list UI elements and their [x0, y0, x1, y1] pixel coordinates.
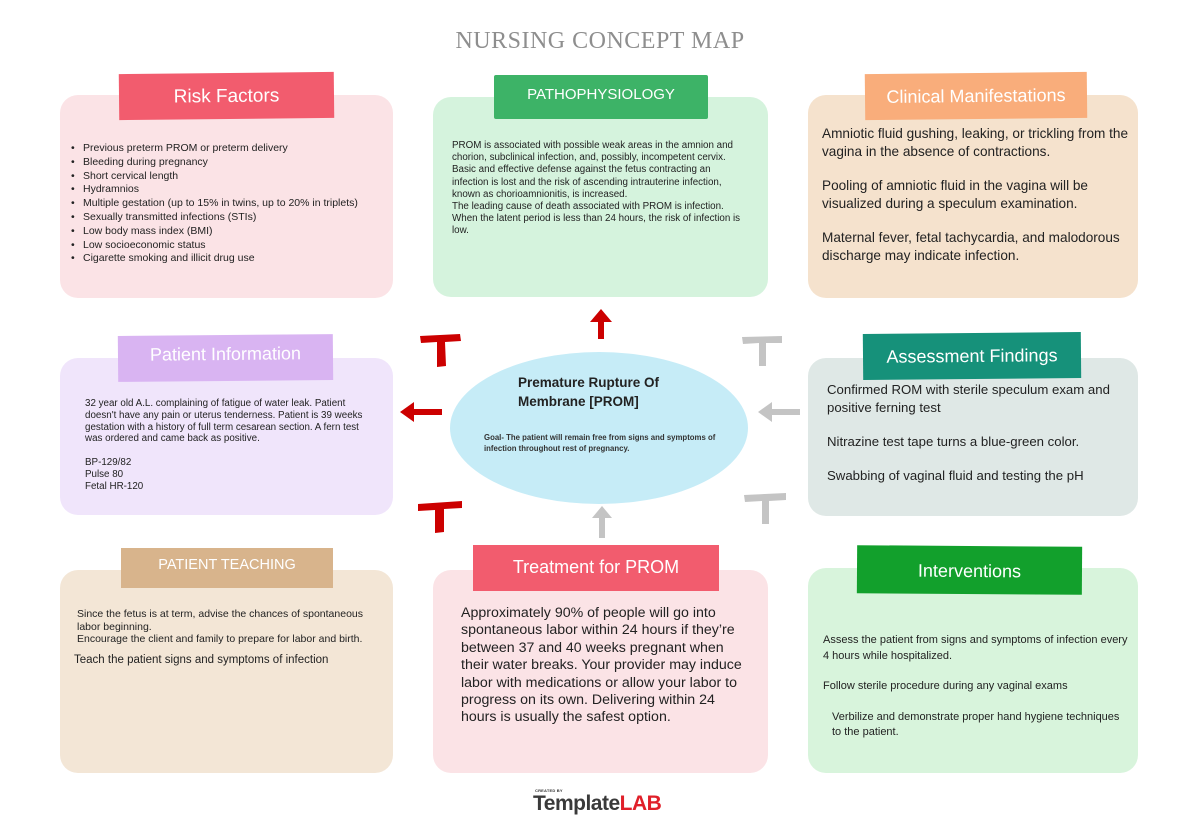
pathophysiology-paragraph: The leading cause of death associated wi…	[452, 201, 724, 213]
list-item: Multiple gestation (up to 15% in twins, …	[71, 197, 396, 211]
assessment-finding: Swabbing of vaginal fluid and testing th…	[827, 468, 1084, 483]
arrow-up-red-top	[590, 309, 612, 339]
pathophysiology-paragraph: PROM is associated with possible weak ar…	[452, 140, 733, 164]
assessment-findings-card	[808, 358, 1138, 516]
patient-summary: 32 year old A.L. complaining of fatigue …	[85, 398, 363, 445]
pathophysiology-paragraph: Basic and effective defense against the …	[452, 164, 722, 200]
clinical-manifestations-card	[808, 95, 1138, 298]
patient-teaching-body: Since the fetus is at term, advise the c…	[74, 608, 377, 666]
list-item: Hydramnios	[71, 183, 396, 197]
assessment-findings-header: Assessment Findings	[862, 332, 1082, 380]
logo-template: Template	[533, 792, 620, 815]
intervention: Verbilize and demonstrate proper hand hy…	[832, 710, 1120, 739]
list-item: Low socioeconomic status	[71, 239, 396, 253]
risk-factors-header: Risk Factors	[118, 71, 335, 121]
treatment-body: Approximately 90% of people will go into…	[461, 605, 742, 726]
center-topic-title: Premature Rupture Of Membrane [PROM]	[518, 375, 660, 409]
arrow-left-red	[400, 402, 442, 422]
teaching-point: Teach the patient signs and symptoms of …	[74, 653, 329, 666]
clinical-manifestations-paragraph: Amniotic fluid gushing, leaking, or tric…	[822, 126, 1128, 159]
teaching-point: Since the fetus is at term, advise the c…	[77, 608, 364, 633]
clinical-manifestations-header: Clinical Manifestations	[864, 71, 1088, 121]
pathophysiology-card	[433, 97, 768, 297]
list-item: Previous preterm PROM or preterm deliver…	[71, 142, 396, 156]
arrow-up-red-left-top	[420, 334, 461, 367]
list-item: Sexually transmitted infections (STIs)	[71, 211, 396, 225]
center-goal: Goal- The patient will remain free from …	[484, 433, 716, 453]
list-item: Cigarette smoking and illicit drug use	[71, 252, 396, 266]
list-item: Short cervical length	[71, 170, 396, 184]
interventions-card	[808, 568, 1138, 773]
interventions-header: Interventions	[856, 545, 1083, 595]
risk-factors-list: Previous preterm PROM or preterm deliver…	[71, 142, 396, 266]
list-item: Bleeding during pregnancy	[71, 156, 396, 170]
interventions-body: Assess the patient from signs and sympto…	[823, 633, 1128, 741]
patient-information-header-label: Patient Information	[149, 343, 302, 365]
teaching-point: Encourage the client and family to prepa…	[77, 633, 363, 646]
clinical-manifestations-paragraph: Pooling of amniotic fluid in the vagina …	[822, 178, 1088, 211]
arrow-left-gray	[758, 402, 800, 422]
arrow-up-gray-right-top	[742, 336, 782, 366]
patient-information-header: Patient Information	[117, 334, 334, 382]
clinical-manifestations-body: Amniotic fluid gushing, leaking, or tric…	[822, 125, 1132, 265]
arrow-up-red-left-bottom	[418, 501, 462, 533]
treatment-header-label: Treatment for PROM	[512, 557, 680, 577]
risk-factors-header-label: Risk Factors	[173, 85, 280, 108]
assessment-finding: Nitrazine test tape turns a blue-green c…	[827, 434, 1080, 449]
patient-teaching-header: PATIENT TEACHING	[121, 548, 333, 588]
list-item: Low body mass index (BMI)	[71, 225, 396, 239]
center-topic-ellipse	[450, 352, 748, 504]
arrow-up-gray-right-bottom	[744, 493, 786, 524]
risk-factors-body: Previous preterm PROM or preterm deliver…	[71, 142, 396, 266]
treatment-card	[433, 570, 768, 773]
vital-bp: BP-129/82	[85, 457, 132, 469]
vital-fetal-hr: Fetal HR-120	[85, 480, 144, 492]
templatelab-logo: CREATED BY TemplateLAB	[533, 788, 673, 816]
treatment-header: Treatment for PROM	[473, 545, 719, 591]
page-title: NURSING CONCEPT MAP	[455, 28, 745, 54]
patient-teaching-header-label: PATIENT TEACHING	[158, 557, 296, 573]
arrow-up-gray-bottom	[592, 506, 612, 538]
intervention: Follow sterile procedure during any vagi…	[823, 680, 1068, 692]
assessment-findings-body: Confirmed ROM with sterile speculum exam…	[827, 381, 1127, 485]
logo-lab: LAB	[619, 792, 662, 815]
logo-created-by: CREATED BY	[535, 788, 563, 793]
vital-pulse: Pulse 80	[85, 468, 124, 480]
interventions-header-label: Interventions	[917, 560, 1022, 582]
pathophysiology-header: PATHOPHYSIOLOGY	[494, 75, 708, 119]
clinical-manifestations-header-label: Clinical Manifestations	[886, 85, 1066, 107]
intervention: Assess the patient from signs and sympto…	[823, 634, 1128, 662]
patient-information-body: 32 year old A.L. complaining of fatigue …	[85, 398, 375, 493]
assessment-findings-header-label: Assessment Findings	[886, 345, 1058, 367]
pathophysiology-paragraph: When the latent period is less than 24 h…	[452, 213, 741, 237]
assessment-finding: Confirmed ROM with sterile speculum exam…	[827, 382, 1110, 415]
clinical-manifestations-paragraph: Maternal fever, fetal tachycardia, and m…	[822, 230, 1120, 263]
pathophysiology-body: PROM is associated with possible weak ar…	[452, 140, 747, 238]
patient-information-card	[60, 358, 393, 515]
pathophysiology-header-label: PATHOPHYSIOLOGY	[527, 86, 675, 103]
patient-teaching-card	[60, 570, 393, 773]
